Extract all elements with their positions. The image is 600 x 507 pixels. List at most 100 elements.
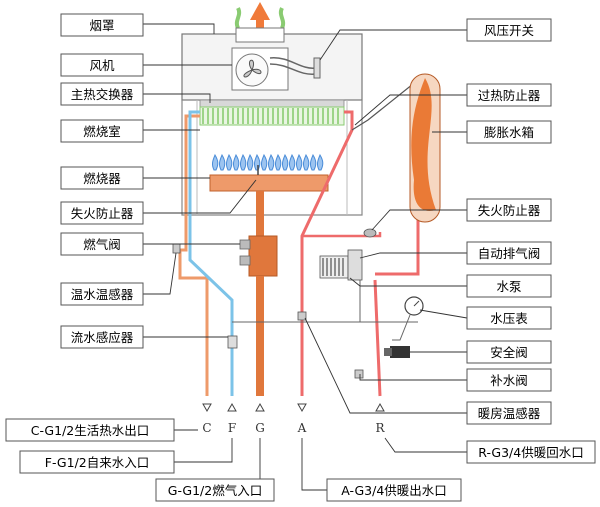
label-main-heat-exchanger: 主热交换器: [60, 82, 144, 106]
burner-bar: [209, 174, 329, 192]
safety-valve-icon: [384, 346, 410, 358]
flame-icon: [211, 153, 219, 171]
heating-supply-pipe: [300, 110, 354, 396]
svg-text:膨胀水箱: 膨胀水箱: [484, 125, 534, 140]
label-expansion-tank: 膨胀水箱: [466, 120, 552, 144]
heating-temp-sensor-icon: [297, 311, 307, 321]
svg-text:补水阀: 补水阀: [490, 373, 528, 388]
port-f-marker: [227, 402, 237, 412]
label-port-a: A-G3/4供暖出水口: [326, 478, 462, 502]
flame-icon: [232, 153, 240, 171]
heat-exchanger: [199, 99, 345, 126]
svg-text:F-G1/2自来水入口: F-G1/2自来水入口: [45, 455, 149, 470]
svg-text:燃气阀: 燃气阀: [83, 237, 121, 252]
svg-text:风机: 风机: [89, 58, 115, 73]
svg-text:R-G3/4供暖回水口: R-G3/4供暖回水口: [478, 445, 583, 460]
label-heating-temp-sensor: 暖房温感器: [466, 401, 552, 425]
svg-text:水泵: 水泵: [496, 279, 521, 294]
connector-lines: [232, 270, 418, 341]
flame-icon: [253, 153, 261, 171]
label-burner: 燃烧器: [60, 166, 144, 190]
svg-text:风压开关: 风压开关: [484, 23, 534, 38]
port-f-letter: F: [228, 421, 236, 435]
svg-text:燃烧器: 燃烧器: [83, 171, 121, 186]
leader-lines: [143, 23, 468, 491]
svg-text:暖房温感器: 暖房温感器: [478, 406, 541, 421]
label-auto-air-vent: 自动排气阀: [466, 241, 552, 265]
label-refill-valve: 补水阀: [466, 368, 552, 392]
exhaust-arrow-center-icon: [250, 2, 270, 34]
svg-text:失火防止器: 失火防止器: [478, 203, 541, 218]
flame-icon: [288, 153, 296, 171]
flame-icon: [281, 153, 289, 171]
exhaust-arrows: [234, 2, 286, 34]
port-a-marker: [297, 403, 307, 413]
svg-text:C-G1/2生活热水出口: C-G1/2生活热水出口: [31, 423, 150, 438]
label-gas-valve: 燃气阀: [60, 232, 144, 256]
hot-water-temp-sensor-icon: [172, 243, 181, 254]
svg-text:水压表: 水压表: [490, 311, 528, 326]
label-port-c: C-G1/2生活热水出口: [5, 418, 175, 442]
label-fan: 风机: [60, 53, 144, 77]
overheat-pipe: [351, 79, 419, 131]
flame-icon: [260, 153, 268, 171]
svg-text:温水温感器: 温水温感器: [71, 287, 134, 302]
gas-line: [239, 191, 278, 396]
port-r-letter: R: [375, 421, 385, 435]
burner-flames: [211, 153, 324, 171]
flame-sensor-right-icon: [363, 228, 377, 238]
svg-text:失火防止器: 失火防止器: [71, 206, 134, 221]
flame-icon: [218, 153, 226, 171]
water-pump-icon: [319, 249, 363, 281]
flow-sensor-icon: [227, 335, 238, 349]
svg-text:流水感应器: 流水感应器: [71, 330, 134, 345]
port-g-letter: G: [255, 421, 265, 435]
label-air-pressure-switch: 风压开关: [466, 18, 552, 42]
svg-text:过热防止器: 过热防止器: [478, 88, 541, 103]
port-c-marker: [202, 403, 212, 413]
label-port-g: G-G1/2燃气入口: [155, 478, 275, 502]
port-g-marker: [255, 402, 265, 412]
fan-icon: [231, 47, 321, 91]
flame-icon: [295, 153, 303, 171]
svg-text:自动排气阀: 自动排气阀: [478, 246, 541, 261]
flame-icon: [309, 153, 317, 171]
svg-text:烟罩: 烟罩: [89, 18, 114, 33]
flame-icon: [225, 153, 233, 171]
flame-icon: [239, 153, 247, 171]
exhaust-swirl-left-icon: [234, 7, 242, 29]
port-c-letter: C: [202, 421, 211, 435]
label-hot-water-temp-sensor: 温水温感器: [60, 282, 144, 306]
label-overheat-protector: 过热防止器: [466, 83, 552, 107]
svg-text:A-G3/4供暖出水口: A-G3/4供暖出水口: [341, 483, 447, 498]
ports: C F G A R: [202, 402, 385, 435]
label-flue-hood: 烟罩: [60, 13, 144, 37]
label-combustion-chamber: 燃烧室: [60, 119, 144, 143]
cold-water-pipe: [188, 110, 234, 396]
label-pressure-gauge: 水压表: [466, 306, 552, 330]
flame-icon: [302, 153, 310, 171]
exhaust-swirl-right-icon: [278, 7, 286, 29]
svg-text:G-G1/2燃气入口: G-G1/2燃气入口: [168, 483, 262, 498]
label-flame-failure-right: 失火防止器: [466, 198, 552, 222]
flame-icon: [274, 153, 282, 171]
svg-text:安全阀: 安全阀: [490, 345, 528, 360]
refill-valve-icon: [354, 369, 364, 379]
svg-text:燃烧室: 燃烧室: [83, 124, 121, 139]
hot-water-pipe: [178, 114, 209, 396]
flame-icon: [246, 153, 254, 171]
bypass-line: [302, 232, 382, 238]
port-r-marker: [375, 402, 385, 412]
svg-text:主热交换器: 主热交换器: [71, 87, 134, 102]
pressure-gauge-icon: [404, 296, 424, 316]
expansion-tank-icon: [409, 73, 441, 223]
label-safety-valve: 安全阀: [466, 340, 552, 364]
flame-icon: [316, 153, 324, 171]
label-port-f: F-G1/2自来水入口: [19, 450, 175, 474]
label-flow-sensor: 流水感应器: [60, 325, 144, 349]
port-a-letter: A: [297, 421, 307, 435]
label-port-r: R-G3/4供暖回水口: [466, 440, 596, 464]
label-water-pump: 水泵: [466, 274, 552, 298]
flame-icon: [267, 153, 275, 171]
